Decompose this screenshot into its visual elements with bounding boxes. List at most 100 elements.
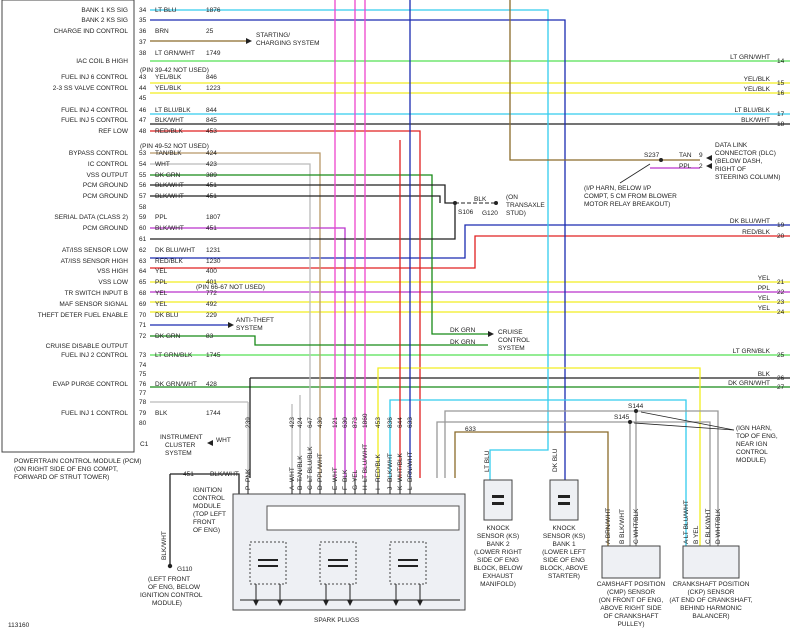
ks2-symbol-top — [492, 495, 504, 498]
pcm-pin-circuit: 1749 — [206, 50, 221, 57]
pcm-pin-wire: LT GRN/WHT — [155, 50, 195, 57]
caption-line: PULLEY) — [617, 621, 644, 628]
ign-harn-leader-1 — [640, 411, 735, 431]
pcm-pin-circuit: 492 — [206, 301, 217, 308]
right-connector-number: 20 — [777, 233, 785, 240]
pcm-caption-3: FORWARD OF STRUT TOWER) — [14, 474, 109, 481]
s144-splice — [634, 409, 638, 413]
s144-label: S144 — [628, 403, 644, 410]
pcm-pin-name: BANK 2 KS SIG — [81, 17, 128, 24]
dlc-tan: TAN — [679, 152, 692, 159]
pcm-pin-wire: YEL/BLK — [155, 85, 182, 92]
icm-pin-circuit: 430 — [317, 417, 324, 428]
right-connector-number: 14 — [777, 58, 785, 65]
ks2-wire: LT BLU — [484, 450, 491, 472]
g120-ground — [494, 201, 498, 205]
pcm-pin-wire: PPL — [155, 214, 168, 221]
anti-theft-label-2: SYSTEM — [236, 325, 263, 332]
icm-pin-wire: BLK — [342, 469, 349, 482]
caption-line: (ON FRONT OF ENG, — [599, 597, 664, 604]
spark-plug-arrow — [277, 600, 283, 606]
pcm-pin-circuit: 1807 — [206, 214, 221, 221]
right-wire-label: DK BLU/WHT — [730, 218, 770, 225]
cmp-pin-label: C WHT/BLK — [633, 508, 640, 544]
dlc-arrow-1 — [706, 155, 712, 161]
pcm-pin-circuit: 1231 — [206, 247, 221, 254]
right-wire-label: DK GRN/WHT — [728, 380, 770, 387]
spark-plug-arrow — [253, 600, 259, 606]
s237-note-3: MOTOR RELAY BREAKOUT) — [584, 201, 670, 208]
caption-line: BLOCK, BELOW — [473, 565, 523, 572]
pcm-pin-number: 55 — [139, 172, 147, 179]
coil-pack — [249, 541, 287, 585]
pcm-pin-circuit: 1744 — [206, 410, 221, 417]
pcm-pin-number: 38 — [139, 50, 147, 57]
spark-plug-arrow — [347, 600, 353, 606]
icm-pin-wire: LT BLU/BLK — [307, 446, 314, 482]
pcm-pin-wire: DK GRN — [155, 172, 181, 179]
wire-wht-423 — [150, 163, 311, 478]
wire-dk-blu-ks1 — [150, 19, 566, 480]
right-connector-number: 17 — [777, 111, 785, 118]
knock-sensor-bank-1 — [549, 479, 579, 521]
caption-line: BEHIND HARMONIC — [680, 605, 742, 612]
pcm-pin-circuit: 845 — [206, 117, 217, 124]
pcm-pin-number: 56 — [139, 182, 147, 189]
pcm-pin-circuit: 1223 — [206, 85, 221, 92]
transaxle-1: (ON — [506, 194, 518, 201]
icm-caption-6: OF ENG) — [193, 527, 220, 534]
caption-line: (CKP) SENSOR — [688, 589, 735, 596]
pcm-pin-name: IC CONTROL — [88, 161, 128, 168]
pcm-pin-number: 70 — [139, 312, 147, 319]
pcm-pin-name: VSS LOW — [98, 279, 128, 286]
wire-lt-blu-wht-ckp — [389, 399, 687, 546]
wire-red-blk-ref — [150, 130, 421, 478]
pcm-pin-name: FUEL INJ 6 CONTROL — [61, 74, 128, 81]
pcm-pin-circuit: 424 — [206, 150, 217, 157]
pcm-pin-name: VSS HIGH — [97, 268, 128, 275]
pcm-pin-wire: DK GRN/WHT — [155, 381, 197, 388]
pcm-pin-wire: LT BLU — [155, 7, 177, 14]
wire-dk-grn-cruise-2 — [150, 335, 488, 346]
pcm-pin-name: SERIAL DATA (CLASS 2) — [54, 214, 128, 221]
pcm-pin-circuit: 1745 — [206, 352, 221, 359]
icm-pin-circuit: 633 — [407, 417, 414, 428]
pcm-pin-number: 71 — [139, 322, 147, 329]
s237-note-1: (I/P HARN, BELOW I/P — [584, 185, 651, 192]
ign-harn-1: (IGN HARN, — [736, 425, 772, 432]
pcm-pin-circuit: 400 — [206, 268, 217, 275]
ignition-coils — [240, 541, 460, 606]
pcm-pin-circuit: 83 — [206, 333, 214, 340]
right-wire-label: RED/BLK — [742, 229, 770, 236]
pcm-pin-number: 47 — [139, 117, 147, 124]
icm-pin-circuit: 121 — [332, 417, 339, 428]
ground-blkwht: BLK/WHT — [210, 471, 239, 478]
ckp-pin-label: B YEL — [693, 525, 700, 544]
ckp-pin-label: A LT BLU/WHT — [683, 500, 690, 544]
note-pins-39-42: (PIN 39-42 NOT USED) — [140, 67, 209, 74]
pcm-pin-number: 69 — [139, 301, 147, 308]
caption-line: BLOCK, ABOVE — [540, 565, 588, 572]
pcm-pin-number: 61 — [139, 236, 147, 243]
right-wire-label: YEL/BLK — [744, 76, 771, 83]
right-connector-number: 18 — [777, 121, 785, 128]
icm-caption-2: CONTROL — [193, 495, 225, 502]
icm-pin-circuit: 630 — [342, 417, 349, 428]
wire-brn-wht-cmp — [454, 431, 609, 546]
pcm-pin-name: IAC COIL B HIGH — [76, 58, 128, 65]
figure-id: 113160 — [8, 622, 30, 629]
right-connector-number: 19 — [777, 222, 785, 229]
right-wire-label: PPL — [758, 285, 771, 292]
s237-leader — [619, 163, 651, 184]
pcm-pin-number: 46 — [139, 107, 147, 114]
caption-line: SENSOR (KS) — [543, 533, 585, 540]
dlc-pin-2: 2 — [699, 163, 703, 170]
wire-633-label: 633 — [465, 426, 476, 433]
pcm-pin-wire: YEL — [155, 290, 168, 297]
ks2-symbol-bottom — [492, 502, 504, 505]
ign-harn-4: CONTROL — [736, 449, 768, 456]
ground-451: 451 — [183, 471, 194, 478]
right-connector-number: 15 — [777, 80, 785, 87]
